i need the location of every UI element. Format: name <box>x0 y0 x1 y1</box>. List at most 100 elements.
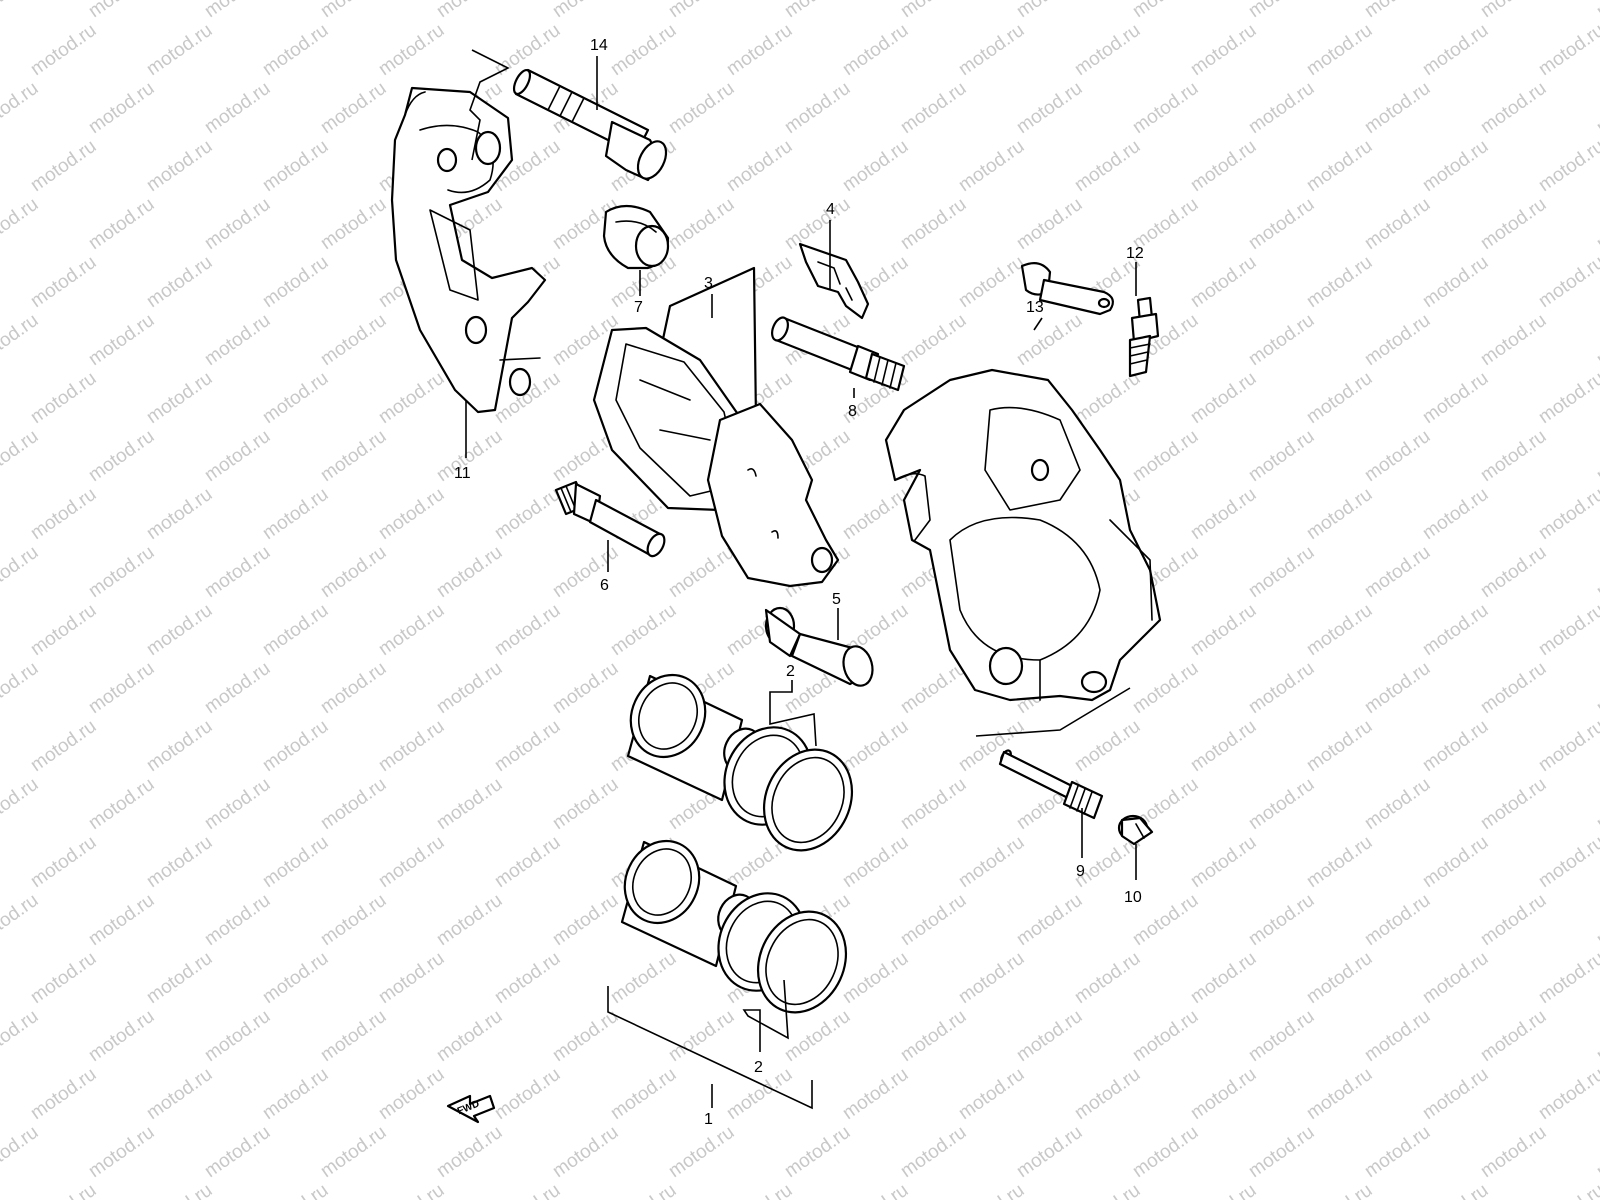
watermark-text: motod.ru <box>259 20 332 80</box>
watermark-text: motod.ru <box>433 542 506 602</box>
watermark-text: motod.ru <box>1593 426 1600 486</box>
watermark-text: motod.ru <box>1419 20 1492 80</box>
watermark-text: motod.ru <box>665 0 738 22</box>
callout-1: 1 <box>704 1111 713 1128</box>
watermark-text: motod.ru <box>433 1006 506 1066</box>
watermark-text: motod.ru <box>491 832 564 892</box>
watermark-text: motod.ru <box>375 600 448 660</box>
watermark-text: motod.ru <box>781 1122 854 1182</box>
watermark-text: motod.ru <box>259 136 332 196</box>
watermark-text: motod.ru <box>897 658 970 718</box>
callout-11: 11 <box>454 465 471 482</box>
watermark-text: motod.ru <box>491 1064 564 1124</box>
watermark-text: motod.ru <box>665 1122 738 1182</box>
watermark-text: motod.ru <box>1303 1064 1376 1124</box>
watermark-text: motod.ru <box>839 1180 912 1200</box>
watermark-text: motod.ru <box>1419 832 1492 892</box>
watermark-text: motod.ru <box>259 600 332 660</box>
watermark-text: motod.ru <box>1071 716 1144 776</box>
watermark-text: motod.ru <box>897 194 970 254</box>
watermark-text: motod.ru <box>1303 716 1376 776</box>
watermark-text: motod.ru <box>549 1006 622 1066</box>
watermark-text: motod.ru <box>259 484 332 544</box>
watermark-text: motod.ru <box>549 1122 622 1182</box>
watermark-text: motod.ru <box>201 890 274 950</box>
watermark-text: motod.ru <box>85 1122 158 1182</box>
callout-5: 5 <box>832 591 841 608</box>
watermark-text: motod.ru <box>897 1006 970 1066</box>
watermark-text: motod.ru <box>1477 310 1550 370</box>
watermark-text: motod.ru <box>1129 426 1202 486</box>
watermark-text: motod.ru <box>897 0 970 22</box>
watermark-text: motod.ru <box>1419 136 1492 196</box>
watermark-text: motod.ru <box>201 194 274 254</box>
watermark-text: motod.ru <box>955 136 1028 196</box>
watermark-text: motod.ru <box>85 542 158 602</box>
watermark-text: motod.ru <box>85 310 158 370</box>
watermark-text: motod.ru <box>955 832 1028 892</box>
part-14-bolt <box>512 68 668 182</box>
part-6-slide-pin <box>554 480 666 558</box>
part-8-slide-pin <box>771 316 906 392</box>
watermark-text: motod.ru <box>665 1006 738 1066</box>
watermark-text: motod.ru <box>27 832 100 892</box>
watermark-text: motod.ru <box>143 368 216 428</box>
watermark-text: motod.ru <box>1361 774 1434 834</box>
watermark-text: motod.ru <box>781 1006 854 1066</box>
watermark-text: motod.ru <box>201 542 274 602</box>
watermark-text: motod.ru <box>1129 0 1202 22</box>
watermark-text: motod.ru <box>85 1006 158 1066</box>
watermark-text: motod.ru <box>1245 0 1318 22</box>
watermark-text: motod.ru <box>1187 252 1260 312</box>
watermark-text: motod.ru <box>27 716 100 776</box>
callout-4: 4 <box>826 201 835 218</box>
watermark-text: motod.ru <box>27 484 100 544</box>
watermark-text: motod.ru <box>897 890 970 950</box>
watermark-text: motod.ru <box>0 310 42 370</box>
watermark-text: motod.ru <box>491 1180 564 1200</box>
watermark-text: motod.ru <box>0 890 42 950</box>
watermark-text: motod.ru <box>1013 1122 1086 1182</box>
watermark-text: motod.ru <box>317 194 390 254</box>
watermark-text: motod.ru <box>259 1064 332 1124</box>
leader-lines <box>465 49 1137 1110</box>
watermark-text: motod.ru <box>1303 368 1376 428</box>
watermark-text: motod.ru <box>1303 136 1376 196</box>
watermark-text: motod.ru <box>27 368 100 428</box>
watermark-text: motod.ru <box>201 426 274 486</box>
watermark-text: motod.ru <box>27 948 100 1008</box>
watermark-text: motod.ru <box>839 20 912 80</box>
watermark-text: motod.ru <box>1535 948 1600 1008</box>
watermark-text: motod.ru <box>375 832 448 892</box>
part-3-brake-pads <box>592 266 840 588</box>
watermark-text: motod.ru <box>375 948 448 1008</box>
watermark-text: motod.ru <box>1593 542 1600 602</box>
callout-12: 12 <box>1126 245 1144 262</box>
watermark-text: motod.ru <box>1071 1064 1144 1124</box>
watermark-text: motod.ru <box>27 600 100 660</box>
watermark-text: motod.ru <box>201 1122 274 1182</box>
watermark-text: motod.ru <box>1013 0 1086 22</box>
watermark-text: motod.ru <box>1361 658 1434 718</box>
watermark-text: motod.ru <box>143 20 216 80</box>
watermark-text: motod.ru <box>1361 310 1434 370</box>
watermark-text: motod.ru <box>723 20 796 80</box>
watermark-text: motod.ru <box>1477 1006 1550 1066</box>
watermark-text: motod.ru <box>549 658 622 718</box>
watermark-text: motod.ru <box>955 1064 1028 1124</box>
watermark-text: motod.ru <box>1593 1122 1600 1182</box>
watermark-text: motod.ru <box>1071 136 1144 196</box>
watermark-text: motod.ru <box>1535 368 1600 428</box>
watermark-text: motod.ru <box>1419 368 1492 428</box>
watermark-text: motod.ru <box>897 310 970 370</box>
watermark-text: motod.ru <box>1419 252 1492 312</box>
watermark-text: motod.ru <box>1245 1122 1318 1182</box>
watermark-text: motod.ru <box>1593 0 1600 22</box>
watermark-text: motod.ru <box>1419 948 1492 1008</box>
watermark-text: motod.ru <box>1361 78 1434 138</box>
watermark-text: motod.ru <box>85 426 158 486</box>
watermark-text: motod.ru <box>1071 1180 1144 1200</box>
watermark-text: motod.ru <box>0 78 42 138</box>
watermark-text: motod.ru <box>607 20 680 80</box>
